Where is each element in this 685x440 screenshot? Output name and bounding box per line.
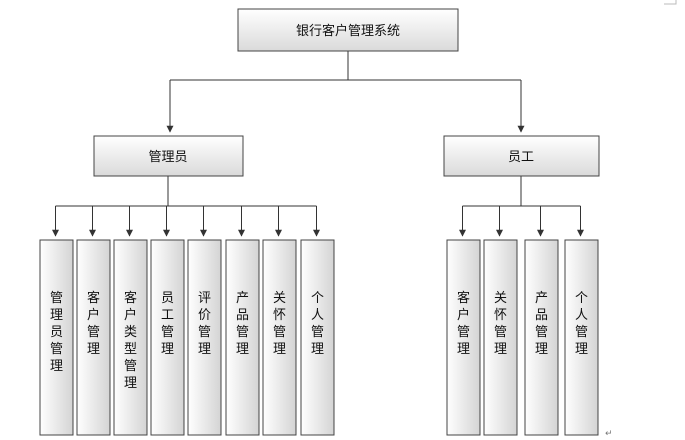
leaf-node-label: 管理员管理	[50, 291, 63, 374]
leaf-node: 产品管理	[225, 239, 260, 436]
branch-node-staff-label: 员工	[508, 150, 534, 165]
leaf-node-label: 评价管理	[198, 291, 211, 357]
leaf-node-label: 客户管理	[87, 290, 100, 357]
leaf-node-label: 关怀管理	[494, 291, 507, 357]
leaf-node-box	[564, 239, 599, 436]
branch-node-admin: 管理员	[93, 135, 244, 177]
root-node-box	[237, 8, 459, 52]
leaf-node-box	[150, 239, 185, 436]
leaf-node-label: 关怀管理	[273, 291, 286, 357]
leaf-node: 评价管理	[187, 239, 222, 436]
leaf-node-box	[39, 239, 74, 436]
connector-lines	[52, 51, 584, 237]
leaf-node: 客户管理	[76, 239, 111, 436]
leaf-node-label: 个人管理	[575, 291, 588, 357]
leaf-node: 关怀管理	[262, 239, 297, 436]
leaf-node: 产品管理	[524, 239, 559, 436]
leaf-node-label: 客户类型管理	[124, 290, 137, 391]
leaf-nodes: 管理员管理 客户管理 客户类型管理 员工管理 评价管理 产品管理 关怀管理 个人管理 客户管理 关…	[39, 239, 599, 436]
leaf-node: 员工管理	[150, 239, 185, 436]
leaf-node-box	[225, 239, 260, 436]
leaf-node-box	[113, 239, 148, 436]
leaf-node: 客户管理	[446, 239, 481, 436]
leaf-node-label: 员工管理	[161, 291, 174, 357]
leaf-node-label: 客户管理	[457, 290, 470, 357]
leaf-node: 关怀管理	[483, 239, 518, 436]
branch-node-staff: 员工	[443, 135, 600, 177]
leaf-node-label: 个人管理	[311, 291, 324, 357]
end-mark: ↵	[605, 429, 613, 439]
leaf-node-box	[262, 239, 297, 436]
leaf-node-box	[300, 239, 335, 436]
leaf-node-box	[187, 239, 222, 436]
leaf-node-label: 产品管理	[535, 291, 548, 357]
leaf-node-box	[483, 239, 518, 436]
leaf-node: 管理员管理	[39, 239, 74, 436]
root-node: 银行客户管理系统	[237, 8, 459, 52]
leaf-node: 个人管理	[564, 239, 599, 436]
branch-node-admin-box	[93, 135, 244, 177]
page-corner-mark	[664, 0, 677, 5]
leaf-node-label: 产品管理	[236, 291, 249, 357]
root-node-label: 银行客户管理系统	[296, 23, 400, 39]
branch-node-staff-box	[443, 135, 600, 177]
branch-node-admin-label: 管理员	[148, 150, 187, 165]
leaf-node: 个人管理	[300, 239, 335, 436]
leaf-node: 客户类型管理	[113, 239, 148, 436]
leaf-node-box	[446, 239, 481, 436]
leaf-node-box	[76, 239, 111, 436]
leaf-node-box	[524, 239, 559, 436]
